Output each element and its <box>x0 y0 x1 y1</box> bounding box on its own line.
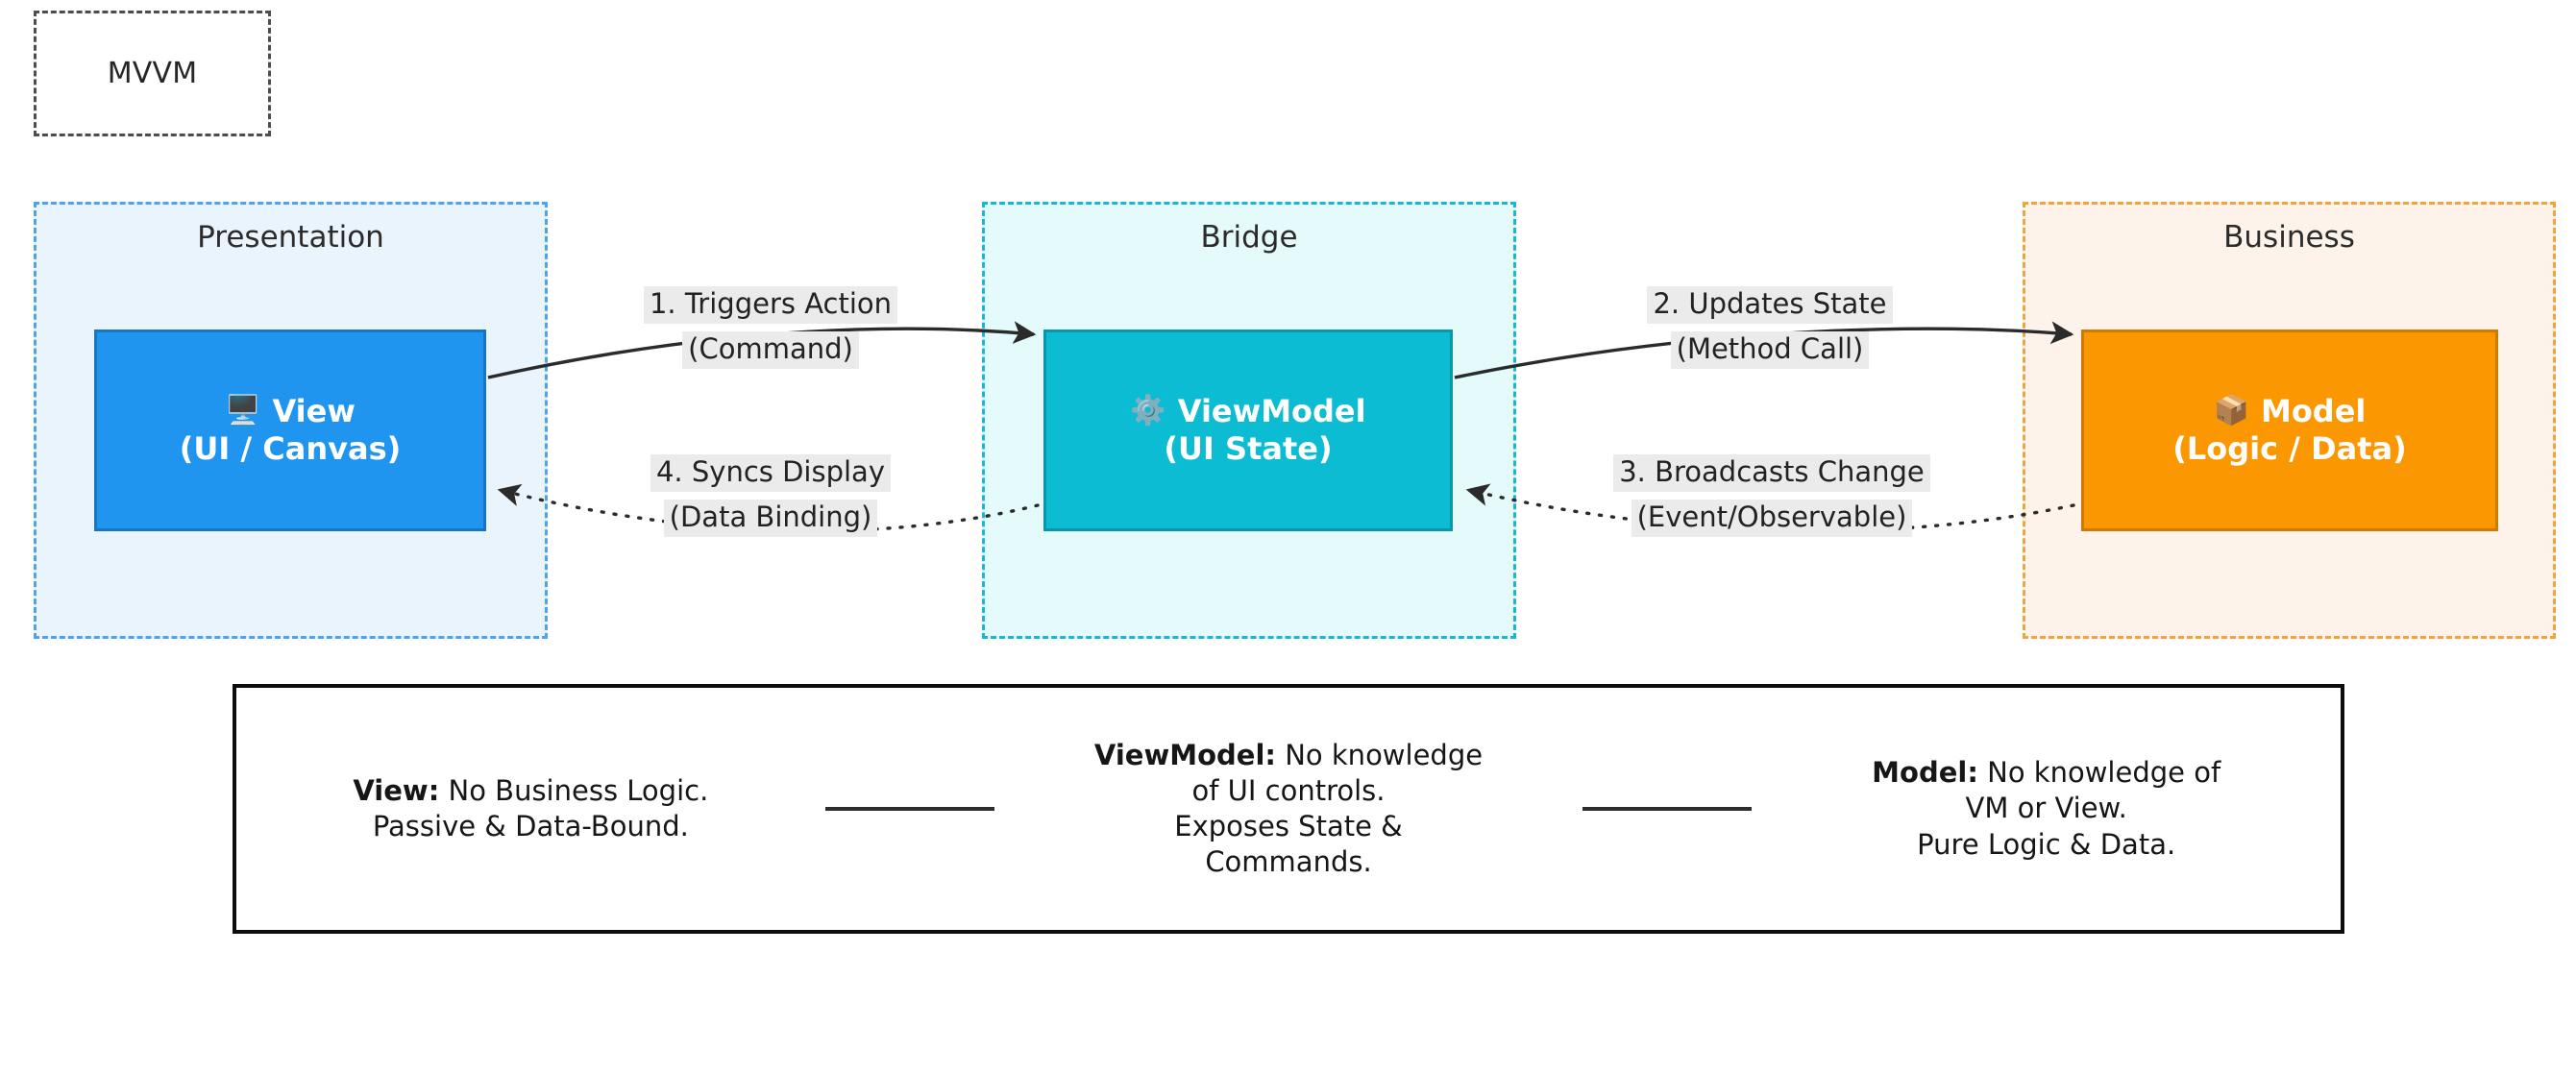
note-viewmodel-line-2: Exposes State & <box>1174 810 1403 842</box>
note-viewmodel-line-3: Commands. <box>1205 845 1372 879</box>
edge-label-4-line2: (Data Binding) <box>663 500 878 537</box>
diagram-title-box: MVVM <box>34 11 271 136</box>
cluster-bridge-label: Bridge <box>1200 220 1298 255</box>
note-viewmodel-line-1: of UI controls. <box>1191 773 1386 807</box>
gear-icon: ⚙️ <box>1130 394 1166 428</box>
note-view-head: View: <box>353 773 440 807</box>
node-view-sublabel: (UI / Canvas) <box>179 430 402 467</box>
note-model-line-1: VM or View. <box>1965 792 2127 825</box>
edge-label-3-line1: 3. Broadcasts Change <box>1613 454 1930 492</box>
note-separator-left-rule <box>824 807 994 811</box>
note-model-text-0: No knowledge of <box>1987 756 2221 790</box>
node-viewmodel-label: ViewModel <box>1177 392 1366 429</box>
note-model-line-0: Model: No knowledge of <box>1872 755 2220 791</box>
edge-label-2-line2: (Method Call) <box>1670 331 1870 369</box>
note-model-head: Model: <box>1872 756 1978 790</box>
edge-label-syncs-display: 4. Syncs Display (Data Binding) <box>607 454 934 537</box>
node-model-label: Model <box>2260 392 2367 429</box>
note-viewmodel-text-0: No knowledge <box>1285 738 1484 771</box>
cluster-presentation-label: Presentation <box>197 220 384 255</box>
edge-label-broadcasts-change: 3. Broadcasts Change (Event/Observable) <box>1570 454 1974 537</box>
node-viewmodel-title-row: ⚙️ ViewModel <box>1130 393 1365 430</box>
node-view-title-row: 🖥️ View <box>225 393 356 430</box>
edge-label-1-line2: (Command) <box>682 331 859 369</box>
note-viewmodel: ViewModel: No knowledge of UI controls. … <box>994 738 1583 880</box>
note-separator-right-rule <box>1582 807 1753 811</box>
note-separator-right <box>1582 807 1753 811</box>
monitor-icon: 🖥️ <box>225 394 261 428</box>
node-view[interactable]: 🖥️ View (UI / Canvas) <box>94 330 486 531</box>
cluster-business-label: Business <box>2223 220 2355 255</box>
node-model-sublabel: (Logic / Data) <box>2172 430 2407 467</box>
node-viewmodel-sublabel: (UI State) <box>1164 430 1333 467</box>
edge-label-updates-state: 2. Updates State (Method Call) <box>1607 286 1933 369</box>
edge-label-3-line2: (Event/Observable) <box>1631 500 1913 537</box>
node-view-label: View <box>272 392 356 429</box>
note-view-line-0: View: No Business Logic. <box>353 773 708 809</box>
note-viewmodel-line-0: ViewModel: No knowledge <box>1094 738 1483 773</box>
edge-label-1-line1: 1. Triggers Action <box>643 286 898 324</box>
note-viewmodel-head: ViewModel: <box>1093 738 1277 771</box>
note-separator-left <box>824 807 994 811</box>
edge-label-triggers-action: 1. Triggers Action (Command) <box>607 286 934 369</box>
note-model-line-2: Pure Logic & Data. <box>1917 827 2176 861</box>
package-icon: 📦 <box>2213 394 2249 428</box>
edge-label-4-line1: 4. Syncs Display <box>650 454 891 492</box>
notes-box: View: No Business Logic. Passive & Data-… <box>233 684 2344 934</box>
node-model[interactable]: 📦 Model (Logic / Data) <box>2081 330 2498 531</box>
note-model: Model: No knowledge of VM or View. Pure … <box>1752 755 2341 862</box>
note-view-line-1: Passive & Data-Bound. <box>372 810 689 842</box>
edge-label-2-line1: 2. Updates State <box>1647 286 1893 324</box>
node-model-title-row: 📦 Model <box>2214 393 2367 430</box>
note-view: View: No Business Logic. Passive & Data-… <box>236 773 825 844</box>
note-view-text-0: No Business Logic. <box>448 773 709 807</box>
node-viewmodel[interactable]: ⚙️ ViewModel (UI State) <box>1043 330 1453 531</box>
diagram-title: MVVM <box>107 57 198 90</box>
